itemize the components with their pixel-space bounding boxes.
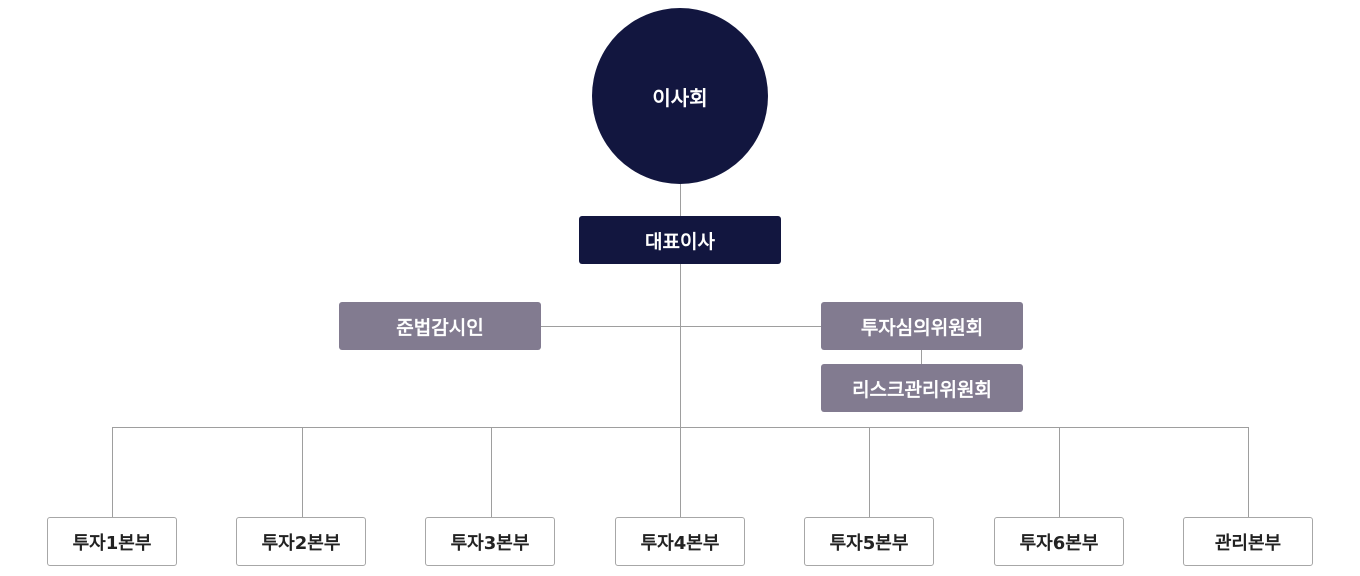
division-label: 투자3본부 [450,532,530,554]
investment-committee-node: 투자심의위원회 [821,302,1023,350]
division-label: 투자5본부 [829,532,909,554]
ceo-label: 대표이사 [645,230,715,253]
risk-committee-label: 리스크관리위원회 [852,378,992,401]
division-node-investment-2: 투자2본부 [236,517,366,566]
investment-committee-label: 투자심의위원회 [860,316,984,339]
division-node-investment-3: 투자3본부 [425,517,555,566]
compliance-officer-label: 준법감시인 [396,316,484,339]
compliance-officer-node: 준법감시인 [339,302,541,350]
division-label: 투자1본부 [72,532,152,554]
board-node: 이사회 [592,8,768,184]
ceo-node: 대표이사 [579,216,781,264]
division-label: 투자2본부 [261,532,341,554]
division-node-management: 관리본부 [1183,517,1313,566]
division-node-investment-5: 투자5본부 [804,517,934,566]
division-label: 투자4본부 [640,532,720,554]
division-label: 관리본부 [1214,532,1282,554]
board-label: 이사회 [652,85,708,110]
risk-committee-node: 리스크관리위원회 [821,364,1023,412]
division-node-investment-1: 투자1본부 [47,517,177,566]
division-node-investment-6: 투자6본부 [994,517,1124,566]
division-node-investment-4: 투자4본부 [615,517,745,566]
division-label: 투자6본부 [1019,532,1099,554]
